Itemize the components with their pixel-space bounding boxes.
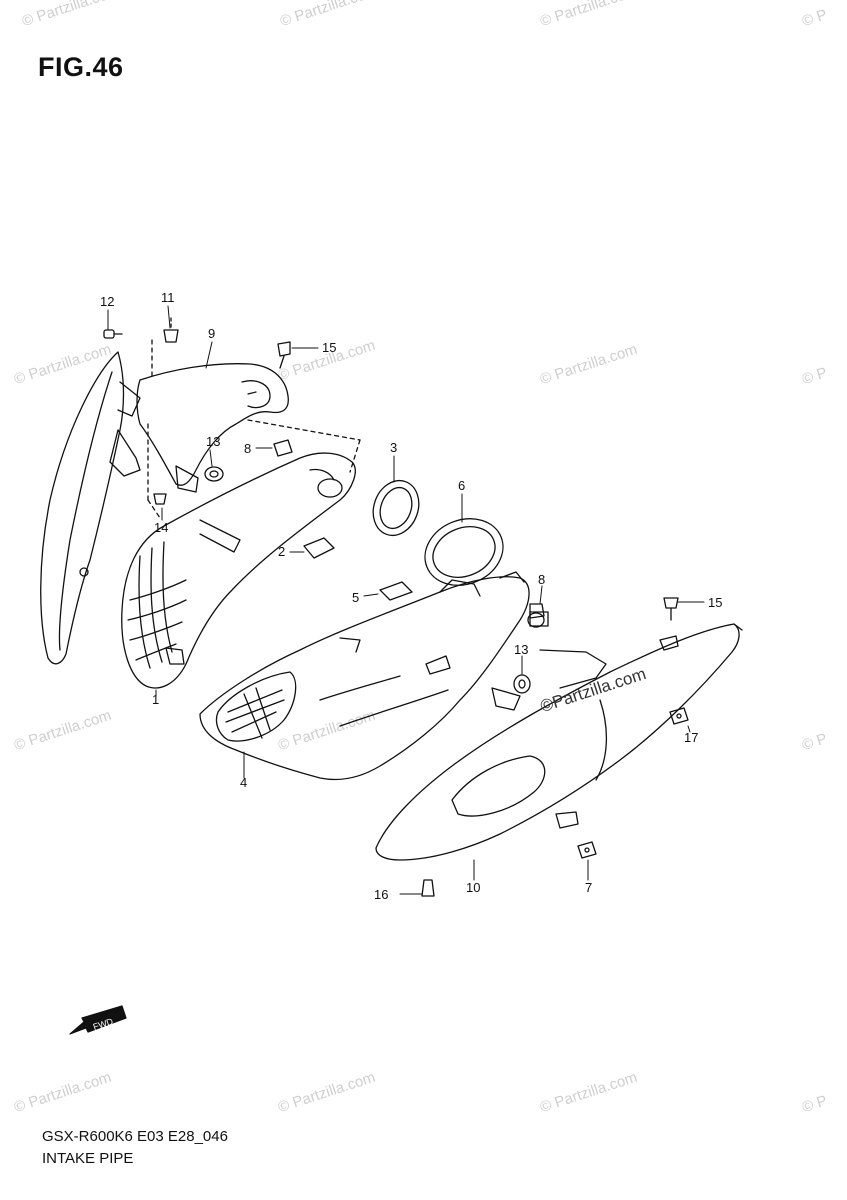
- figure-title: FIG.46: [38, 52, 124, 82]
- fwd-arrow-icon: [69, 1005, 127, 1035]
- part-5-block: [379, 581, 413, 601]
- callout-1: 1: [152, 692, 160, 707]
- callout-8: 8: [244, 441, 252, 456]
- part-4-lower-duct: [199, 571, 545, 781]
- part-17-nut: [669, 707, 689, 725]
- part-1-intake-pipe: [121, 452, 356, 689]
- figure-name: INTAKE PIPE: [42, 1150, 134, 1167]
- part-2-block: [303, 537, 335, 559]
- assembly-leader-lines: [147, 339, 361, 519]
- callout-14: 14: [154, 520, 169, 535]
- callout-11: 11: [161, 290, 175, 305]
- callout-10: 10: [466, 880, 481, 895]
- part-6-gasket: [424, 518, 504, 586]
- callout-3: 3: [390, 440, 398, 455]
- part-14-screw: [153, 493, 167, 505]
- callout-4: 4: [240, 775, 248, 790]
- part-3-ring: [372, 479, 420, 537]
- callout-13: 13: [206, 434, 221, 449]
- callout-5: 5: [352, 590, 360, 605]
- callout-2: 2: [278, 544, 286, 559]
- part-15-screw-lower: [663, 597, 679, 621]
- callout-9: 9: [208, 326, 216, 341]
- part-12-side-panel: [40, 351, 141, 665]
- model-code: GSX-R600K6 E03 E28_046: [42, 1128, 228, 1145]
- callout-leaders: [107, 305, 705, 895]
- callout-13: 13: [514, 642, 529, 657]
- part-12-screw: [103, 329, 123, 339]
- callout-17: 17: [684, 730, 699, 745]
- part-8-block-lower: [529, 611, 549, 627]
- callout-7: 7: [585, 880, 593, 895]
- part-8-block-upper: [273, 439, 293, 457]
- part-13-grommet-upper: [204, 466, 224, 482]
- callout-8: 8: [538, 572, 546, 587]
- part-15-screw-upper: [277, 341, 291, 369]
- part-10-lower-cover: [375, 623, 743, 861]
- callout-15: 15: [322, 340, 337, 355]
- part-11-screw: [163, 317, 179, 343]
- callout-6: 6: [458, 478, 466, 493]
- part-7-nut: [577, 841, 597, 859]
- part-16-screw: [421, 879, 435, 897]
- callout-15: 15: [708, 595, 723, 610]
- callout-16: 16: [374, 887, 389, 902]
- part-9-upper-duct: [136, 363, 289, 493]
- part-13-grommet-lower: [513, 674, 531, 694]
- callout-12: 12: [100, 294, 115, 309]
